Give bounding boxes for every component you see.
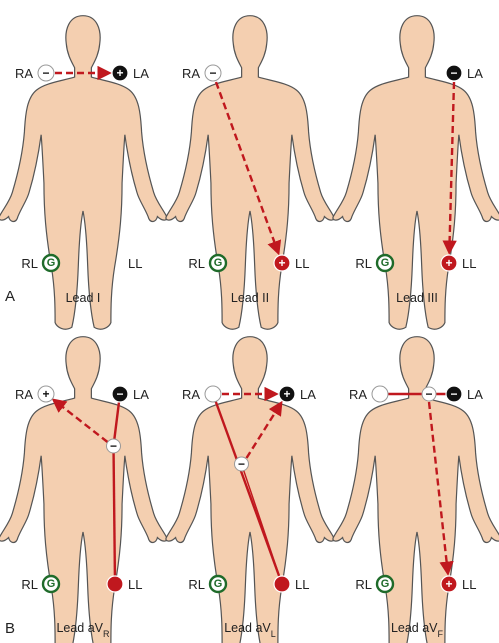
label-la: LA [467, 66, 483, 81]
negative-electrode: − [445, 64, 463, 82]
ground-symbol: G [214, 257, 223, 269]
lead-avl-line [240, 463, 283, 585]
plus-sign: + [116, 66, 123, 80]
label-ra: RA [15, 66, 33, 81]
label-rl: RL [188, 256, 205, 271]
ground-symbol: G [381, 257, 390, 269]
plus-sign: + [278, 256, 285, 270]
plus-sign: + [445, 577, 452, 591]
lead-iii-arrow [442, 81, 457, 255]
label-ll: LL [462, 256, 476, 271]
plus-sign: + [42, 387, 49, 401]
ground-electrode: G [208, 253, 228, 273]
positive-electrode: + [440, 254, 458, 272]
negative-electrode: − [445, 385, 463, 403]
negative-electrode: − [421, 386, 437, 402]
ll-electrode [273, 575, 291, 593]
positive-electrode: + [111, 64, 129, 82]
negative-electrode: − [106, 438, 121, 454]
lead-avf-arrow [427, 401, 454, 576]
lead-caption: Lead aVL [224, 621, 276, 639]
ground-symbol: G [47, 578, 56, 590]
positive-electrode: + [440, 575, 458, 593]
body-figure [332, 336, 499, 643]
lead-caption-subscript: L [271, 629, 276, 639]
ground-electrode: G [375, 574, 395, 594]
body-figure [0, 336, 168, 643]
ground-electrode: G [41, 253, 61, 273]
lead-caption: Lead aVF [391, 621, 444, 639]
lead-avr-line [112, 445, 117, 585]
body-figure [0, 15, 168, 330]
label-ra: RA [182, 66, 200, 81]
label-rl: RL [21, 256, 38, 271]
ra-electrode [204, 385, 222, 403]
label-ll: LL [128, 577, 142, 592]
body-figure [332, 15, 499, 330]
label-ll: LL [128, 256, 142, 271]
minus-sign: − [425, 387, 432, 401]
label-ll: LL [295, 256, 309, 271]
lead-caption-subscript: R [103, 629, 110, 639]
positive-electrode: + [273, 254, 291, 272]
label-rl: RL [21, 577, 38, 592]
lead-caption-subscript: F [438, 629, 444, 639]
label-rl: RL [355, 256, 372, 271]
lead-caption: Lead I [66, 291, 101, 305]
ground-symbol: G [381, 578, 390, 590]
ground-electrode: G [41, 574, 61, 594]
lead-caption: Lead III [396, 291, 438, 305]
minus-sign: − [209, 66, 216, 80]
ground-symbol: G [214, 578, 223, 590]
label-la: LA [300, 387, 316, 402]
minus-sign: − [450, 387, 457, 401]
panel-label-b: B [5, 620, 15, 637]
positive-electrode: + [278, 385, 296, 403]
label-la: LA [133, 387, 149, 402]
body-figure [165, 15, 335, 330]
plus-sign: + [283, 387, 290, 401]
label-ra: RA [349, 387, 367, 402]
lead-ii-arrow [214, 81, 282, 256]
ra-electrode [371, 385, 389, 403]
ground-symbol: G [47, 257, 56, 269]
label-ll: LL [462, 577, 476, 592]
negative-electrode: − [111, 385, 129, 403]
label-la: LA [133, 66, 149, 81]
label-ra: RA [182, 387, 200, 402]
ll-electrode [106, 575, 124, 593]
lead-avr-arrow [51, 398, 109, 443]
lead-avl-line [211, 393, 284, 585]
open-positive-electrode: + [37, 385, 55, 403]
label-rl: RL [188, 577, 205, 592]
panel-label-a: A [5, 288, 15, 305]
ground-electrode: G [375, 253, 395, 273]
minus-sign: − [238, 457, 245, 471]
label-rl: RL [355, 577, 372, 592]
label-ll: LL [295, 577, 309, 592]
plus-sign: + [445, 256, 452, 270]
lead-caption: Lead II [231, 291, 269, 305]
negative-electrode: − [204, 64, 222, 82]
label-ra: RA [15, 387, 33, 402]
minus-sign: − [42, 66, 49, 80]
minus-sign: − [110, 439, 117, 453]
negative-electrode: − [234, 456, 249, 472]
lead-caption: Lead aVR [56, 621, 110, 639]
ground-electrode: G [208, 574, 228, 594]
label-la: LA [467, 387, 483, 402]
minus-sign: − [116, 387, 123, 401]
negative-electrode: − [37, 64, 55, 82]
lead-avr-line [112, 393, 122, 447]
minus-sign: − [450, 66, 457, 80]
